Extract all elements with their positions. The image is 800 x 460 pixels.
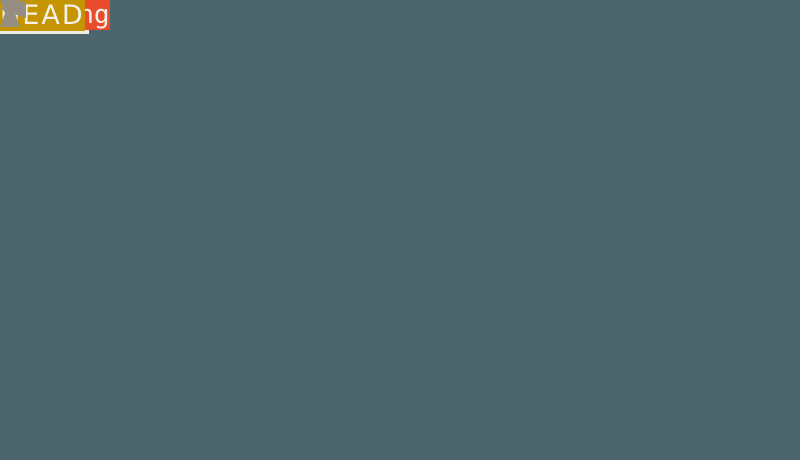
arrowhead-up-icon [0,0,20,27]
